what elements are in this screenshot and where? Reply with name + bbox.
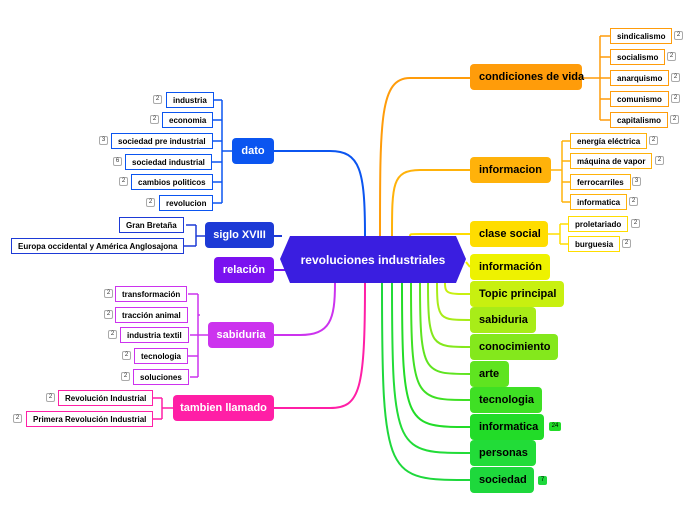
- count-badge-primera-revolucion-industrial: 2: [13, 414, 22, 423]
- leaf-industria-textil[interactable]: industria textil: [120, 327, 189, 343]
- count-badge-sindicalismo: 2: [674, 31, 683, 40]
- count-badge-burguesia: 2: [622, 239, 631, 248]
- leaf-industria[interactable]: industria: [166, 92, 214, 108]
- count-badge-sociedad-topic: 7: [538, 476, 547, 485]
- leaf-proletariado[interactable]: proletariado: [568, 216, 629, 232]
- branch-personas[interactable]: personas: [470, 440, 536, 466]
- leaf-europa-occidental[interactable]: Europa occidental y América Anglosajona: [11, 238, 185, 254]
- leaf-informatica[interactable]: informatica: [570, 194, 628, 210]
- count-badge-ferrocarriles: 3: [632, 177, 641, 186]
- branch-dato[interactable]: dato: [232, 138, 274, 164]
- leaf-sociedad-industrial[interactable]: sociedad industrial: [125, 154, 212, 170]
- branch-topic-principal[interactable]: Topic principal: [470, 281, 564, 307]
- branch-conocimiento[interactable]: conocimiento: [470, 334, 558, 360]
- leaf-tecnologia[interactable]: tecnologia: [134, 348, 189, 364]
- leaf-ferrocarriles[interactable]: ferrocarriles: [570, 174, 631, 190]
- leaf-sociedad-pre-industrial[interactable]: sociedad pre industrial: [111, 133, 213, 149]
- count-badge-informatica: 2: [629, 197, 638, 206]
- branch-informacion-2[interactable]: información: [470, 254, 550, 280]
- branch-informatica[interactable]: informatica: [470, 414, 544, 440]
- count-badge-energia-electrica: 2: [649, 136, 658, 145]
- leaf-revolucion[interactable]: revolucion: [159, 195, 214, 211]
- leaf-sindicalismo[interactable]: sindicalismo: [610, 28, 673, 44]
- leaf-gran-bretana[interactable]: Gran Bretaña: [119, 217, 184, 233]
- count-badge-comunismo: 2: [671, 94, 680, 103]
- count-badge-revolucion: 2: [146, 198, 155, 207]
- central-topic[interactable]: revoluciones industriales: [280, 236, 466, 283]
- count-badge-economia: 2: [150, 115, 159, 124]
- count-badge-transformacion: 2: [104, 289, 113, 298]
- leaf-maquina-de-vapor[interactable]: máquina de vapor: [570, 153, 653, 169]
- branch-relacion[interactable]: relación: [214, 257, 274, 283]
- branch-sabiduria-right[interactable]: sabiduria: [470, 307, 536, 333]
- leaf-comunismo[interactable]: comunismo: [610, 91, 669, 107]
- leaf-socialismo[interactable]: socialismo: [610, 49, 666, 65]
- branch-sabiduria[interactable]: sabiduria: [208, 322, 274, 348]
- leaf-transformacion[interactable]: transformación: [115, 286, 188, 302]
- branch-condiciones-de-vida[interactable]: condiciones de vida: [470, 64, 584, 90]
- leaf-soluciones[interactable]: soluciones: [133, 369, 189, 385]
- branch-clase-social[interactable]: clase social: [470, 221, 548, 247]
- count-badge-revolucion-industrial: 2: [46, 393, 55, 402]
- leaf-primera-revolucion-industrial[interactable]: Primera Revolución Industrial: [26, 411, 154, 427]
- leaf-economia[interactable]: economia: [162, 112, 214, 128]
- leaf-revolucion-industrial[interactable]: Revolución Industrial: [58, 390, 154, 406]
- branch-tambien-llamado[interactable]: tambien llamado: [173, 395, 274, 421]
- count-badge-traccion-animal: 2: [104, 310, 113, 319]
- count-badge-sociedad-pre-industrial: 3: [99, 136, 108, 145]
- leaf-energia-electrica[interactable]: energía eléctrica: [570, 133, 648, 149]
- count-badge-industria: 2: [153, 95, 162, 104]
- branch-tecnologia[interactable]: tecnologia: [470, 387, 542, 413]
- branch-siglo-xviii[interactable]: siglo XVIII: [205, 222, 274, 248]
- leaf-anarquismo[interactable]: anarquismo: [610, 70, 670, 86]
- leaf-traccion-animal[interactable]: tracción animal: [115, 307, 188, 323]
- branch-arte[interactable]: arte: [470, 361, 509, 387]
- branch-informacion[interactable]: informacion: [470, 157, 551, 183]
- branch-sociedad[interactable]: sociedad: [470, 467, 534, 493]
- count-badge-capitalismo: 2: [670, 115, 679, 124]
- count-badge-sociedad-industrial: 6: [113, 157, 122, 166]
- count-badge-proletariado: 2: [631, 219, 640, 228]
- count-badge-maquina-de-vapor: 2: [655, 156, 664, 165]
- count-badge-tecnologia: 2: [122, 351, 131, 360]
- count-badge-industria-textil: 2: [108, 330, 117, 339]
- count-badge-cambios-politicos: 2: [119, 177, 128, 186]
- count-badge-socialismo: 2: [667, 52, 676, 61]
- leaf-burguesia[interactable]: burguesia: [568, 236, 621, 252]
- count-badge-soluciones: 2: [121, 372, 130, 381]
- leaf-capitalismo[interactable]: capitalismo: [610, 112, 669, 128]
- leaf-cambios-politicos[interactable]: cambios politicos: [131, 174, 213, 190]
- count-badge-informatica-topic: 24: [549, 422, 561, 431]
- count-badge-anarquismo: 2: [671, 73, 680, 82]
